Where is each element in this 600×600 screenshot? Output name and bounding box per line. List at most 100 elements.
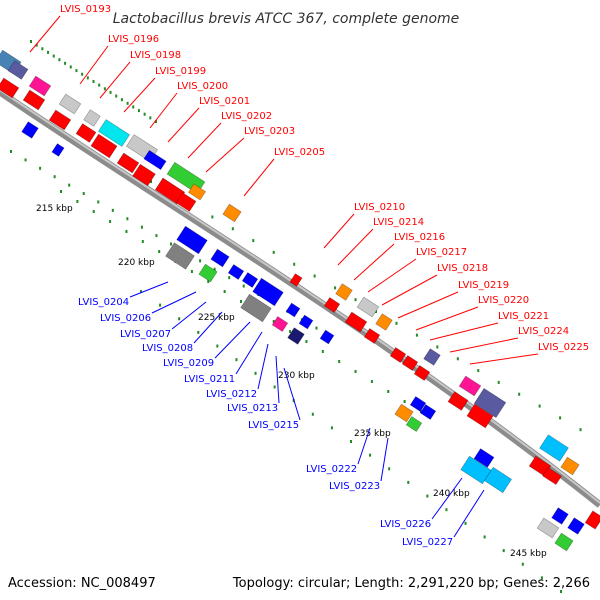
gene-label-text: LVIS_0211 xyxy=(184,374,235,385)
gene-block xyxy=(584,510,600,530)
reverse-gene-label[interactable]: LVIS_0223 xyxy=(329,437,389,492)
reverse-gene-label[interactable]: LVIS_0208 xyxy=(142,311,223,354)
reverse-gene-label[interactable]: LVIS_0207 xyxy=(120,301,207,340)
forward-gene-label[interactable]: LVIS_0210 xyxy=(323,202,405,249)
gene-label-text: LVIS_0201 xyxy=(199,96,250,107)
tick-dot xyxy=(240,300,242,303)
tick-dot xyxy=(228,276,231,280)
forward-gene-label[interactable]: LVIS_0218 xyxy=(381,263,488,306)
tick-dot xyxy=(137,109,140,113)
gene-block xyxy=(289,273,303,287)
gene-block xyxy=(58,93,82,115)
reverse-gene-label[interactable]: LVIS_0212 xyxy=(206,343,269,400)
forward-gene-label[interactable]: LVIS_0202 xyxy=(187,111,272,159)
genome-backbone xyxy=(0,89,600,508)
tick-dot xyxy=(69,65,72,69)
tick-dot xyxy=(141,240,144,243)
gene-block xyxy=(227,264,245,280)
forward-gene-label[interactable]: LVIS_0205 xyxy=(243,147,325,197)
forward-gene-label[interactable]: LVIS_0193 xyxy=(29,4,111,53)
gene-block xyxy=(560,456,580,476)
forward-gene-label[interactable]: LVIS_0216 xyxy=(353,232,445,281)
tick-dot xyxy=(350,440,352,443)
gene-block xyxy=(143,149,167,171)
gene-label-text: LVIS_0218 xyxy=(437,263,488,274)
scale-label: 240 kbp xyxy=(433,489,470,499)
forward-gene-label[interactable]: LVIS_0225 xyxy=(469,342,589,365)
gene-block xyxy=(363,328,381,344)
reverse-gene-label[interactable]: LVIS_0213 xyxy=(227,355,280,414)
gene-block xyxy=(90,133,118,159)
tick-dot xyxy=(47,50,50,54)
forward-gene-label[interactable]: LVIS_0220 xyxy=(415,295,529,331)
gene-block xyxy=(0,77,20,99)
tick-dot xyxy=(126,101,129,105)
gene-block xyxy=(356,296,380,318)
gene-block xyxy=(473,448,495,468)
gene-label-text: LVIS_0214 xyxy=(373,217,424,228)
reverse-gene-label[interactable]: LVIS_0227 xyxy=(402,489,485,548)
tick-dot xyxy=(213,267,216,271)
forward-gene-label[interactable]: LVIS_0200 xyxy=(149,81,228,129)
gene-block xyxy=(48,109,72,131)
tick-dot xyxy=(155,234,158,238)
forward-gene-label[interactable]: LVIS_0221 xyxy=(429,311,549,341)
gene-block xyxy=(210,248,230,268)
tick-dot xyxy=(140,290,142,293)
forward-gene-label[interactable]: LVIS_0201 xyxy=(167,96,250,143)
tick-dot xyxy=(518,392,521,396)
forward-gene-label[interactable]: LVIS_0203 xyxy=(205,126,295,173)
forward-gene-label[interactable]: LVIS_0219 xyxy=(397,280,509,319)
forward-gene-label[interactable]: LVIS_0224 xyxy=(449,326,569,353)
reverse-gene-label[interactable]: LVIS_0206 xyxy=(100,291,197,324)
forward-gene-label[interactable]: LVIS_0217 xyxy=(367,247,467,293)
scale-label: 215 kbp xyxy=(36,204,73,214)
reverse-gene-label[interactable]: LVIS_0204 xyxy=(78,281,169,308)
tick-dot xyxy=(24,158,27,162)
forward-gene-label[interactable]: LVIS_0214 xyxy=(337,217,424,266)
gene-block xyxy=(176,225,208,255)
gene-block xyxy=(389,347,407,363)
gene-block xyxy=(285,302,301,318)
tick-dot xyxy=(109,220,112,223)
tick-dot xyxy=(58,58,61,62)
tick-dot xyxy=(456,357,459,361)
tick-dot xyxy=(109,90,112,94)
gene-label-text: LVIS_0219 xyxy=(458,280,509,291)
forward-gene-label[interactable]: LVIS_0196 xyxy=(79,34,159,85)
tick-dot xyxy=(321,350,324,353)
gene-block xyxy=(22,89,46,111)
gene-label-text: LVIS_0216 xyxy=(394,232,445,243)
tick-dot xyxy=(242,284,245,288)
reverse-gene-label[interactable]: LVIS_0226 xyxy=(380,477,463,530)
reverse-gene-label[interactable]: LVIS_0215 xyxy=(248,367,301,431)
reverse-gene-label[interactable]: LVIS_0211 xyxy=(184,331,263,385)
tick-dot xyxy=(289,330,292,333)
gene-label-text: LVIS_0227 xyxy=(402,537,453,548)
gene-block xyxy=(458,375,482,397)
reverse-gene-label[interactable]: LVIS_0222 xyxy=(306,427,371,475)
tick-dot xyxy=(354,370,357,373)
gene-label-text: LVIS_0217 xyxy=(416,247,467,258)
gene-block xyxy=(51,143,65,157)
tick-dot xyxy=(313,274,316,278)
tick-dot xyxy=(143,112,146,116)
tick-dot xyxy=(155,120,157,123)
gene-label-text: LVIS_0226 xyxy=(380,519,431,530)
reverse-gene-label[interactable]: LVIS_0209 xyxy=(163,321,251,369)
forward-gene-label[interactable]: LVIS_0199 xyxy=(123,66,206,113)
gene-label-text: LVIS_0212 xyxy=(206,389,257,400)
gene-label-text: LVIS_0221 xyxy=(498,311,549,322)
reverse-gene-labels: LVIS_0204LVIS_0206LVIS_0207LVIS_0208LVIS… xyxy=(78,281,485,548)
gene-block xyxy=(344,311,368,333)
forward-gene-label[interactable]: LVIS_0198 xyxy=(99,50,181,99)
tick-dot xyxy=(103,87,106,91)
gene-block xyxy=(175,192,197,212)
gene-block xyxy=(241,272,259,288)
tick-dot xyxy=(426,494,429,498)
gene-label-text: LVIS_0215 xyxy=(248,420,299,431)
scale-label: 220 kbp xyxy=(118,258,155,268)
gene-label-text: LVIS_0199 xyxy=(155,66,206,77)
tick-dot xyxy=(75,69,78,73)
tick-dot xyxy=(86,76,89,80)
